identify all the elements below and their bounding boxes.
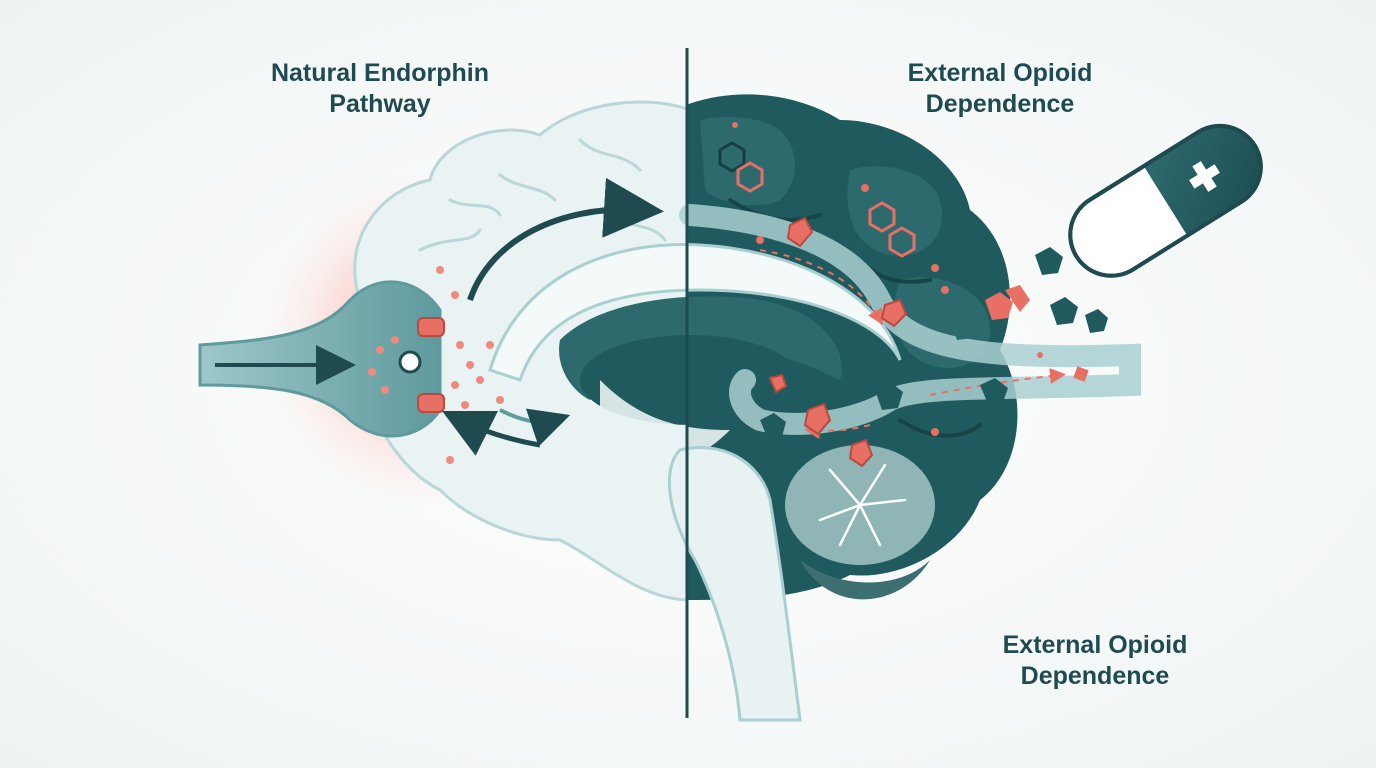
endorphin-molecules: [368, 266, 504, 464]
receptor-site-icon: [398, 350, 422, 374]
natural-endorphin-pathway-label: Natural Endorphin Pathway: [200, 58, 560, 121]
external-opioid-dependence-label: External Opioid Dependence: [820, 58, 1180, 121]
receptor-icon: [417, 317, 445, 413]
label-line: External Opioid: [907, 59, 1093, 87]
flow-arrow-icon: [804, 423, 871, 439]
label-line: Pathway: [329, 90, 431, 119]
opioid-molecules: [732, 122, 1043, 436]
label-line: Dependence: [1020, 662, 1170, 691]
thalamus-region: [559, 296, 842, 400]
brainstem: [667, 445, 802, 722]
label-line: Dependence: [925, 90, 1075, 119]
flow-arrow-icon: [499, 408, 571, 447]
corpus-callosum: [488, 242, 902, 382]
opioid-pill-icon: [1068, 123, 1263, 278]
cerebellum: [785, 445, 935, 600]
external-opioid-dependence-caption: External Opioid Dependence: [915, 630, 1275, 693]
label-line: Natural Endorphin: [270, 59, 490, 87]
flow-arrow-icon: [467, 177, 664, 301]
molecule-icon: [718, 141, 1108, 439]
label-line: External Opioid: [1002, 631, 1188, 659]
receptor-icon: [768, 216, 908, 468]
flow-arrow-icon: [929, 368, 1066, 396]
medical-cross-icon: [1189, 161, 1220, 192]
